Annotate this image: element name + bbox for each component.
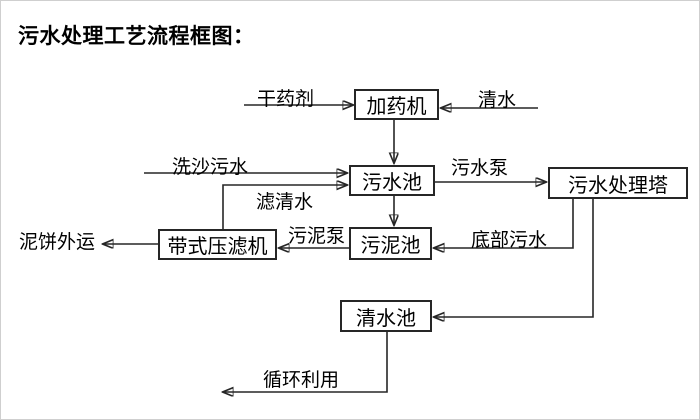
node-sludge-pool: 污泥池 [349, 227, 432, 260]
node-treatment-tower: 污水处理塔 [548, 167, 688, 199]
flow-label-mud-cake-out: 泥饼外运 [19, 231, 96, 253]
edge-tower-to-clear-water-pool [434, 199, 594, 317]
node-dosing-machine: 加药机 [354, 89, 439, 120]
flow-label-filtered-water: 滤清水 [256, 191, 314, 213]
flow-label-bottom-sewage: 底部污水 [471, 229, 548, 251]
node-dosing-machine-label: 加药机 [366, 94, 427, 118]
flow-label-clear-water-in: 清水 [478, 89, 517, 111]
flow-label-recycle-use: 循环利用 [263, 369, 340, 391]
node-sewage-pool: 污水池 [349, 165, 435, 196]
flow-label-sewage-pump: 污水泵 [451, 157, 509, 179]
node-clear-water-pool: 清水池 [340, 300, 432, 332]
diagram-title: 污水处理工艺流程框图： [18, 24, 255, 48]
flow-label-sand-washing-sewage: 洗沙污水 [172, 156, 249, 178]
node-sewage-pool-label: 污水池 [362, 170, 422, 194]
node-belt-filter-press: 带式压滤机 [158, 229, 277, 260]
node-belt-filter-press-label: 带式压滤机 [167, 234, 268, 258]
edge-bottom-sewage-tower-to-sludge-pool [434, 199, 574, 248]
node-sludge-pool-label: 污泥池 [360, 233, 421, 257]
node-treatment-tower-label: 污水处理塔 [568, 172, 668, 197]
flow-label-sludge-pump: 污泥泵 [288, 225, 346, 247]
node-clear-water-pool-label: 清水池 [356, 305, 416, 330]
flow-label-dry-chemical: 干药剂 [257, 88, 315, 110]
edge-filtered-water-press-to-sewage-pool [222, 185, 347, 229]
edge-clear-water-pool-to-recycle [223, 332, 388, 392]
